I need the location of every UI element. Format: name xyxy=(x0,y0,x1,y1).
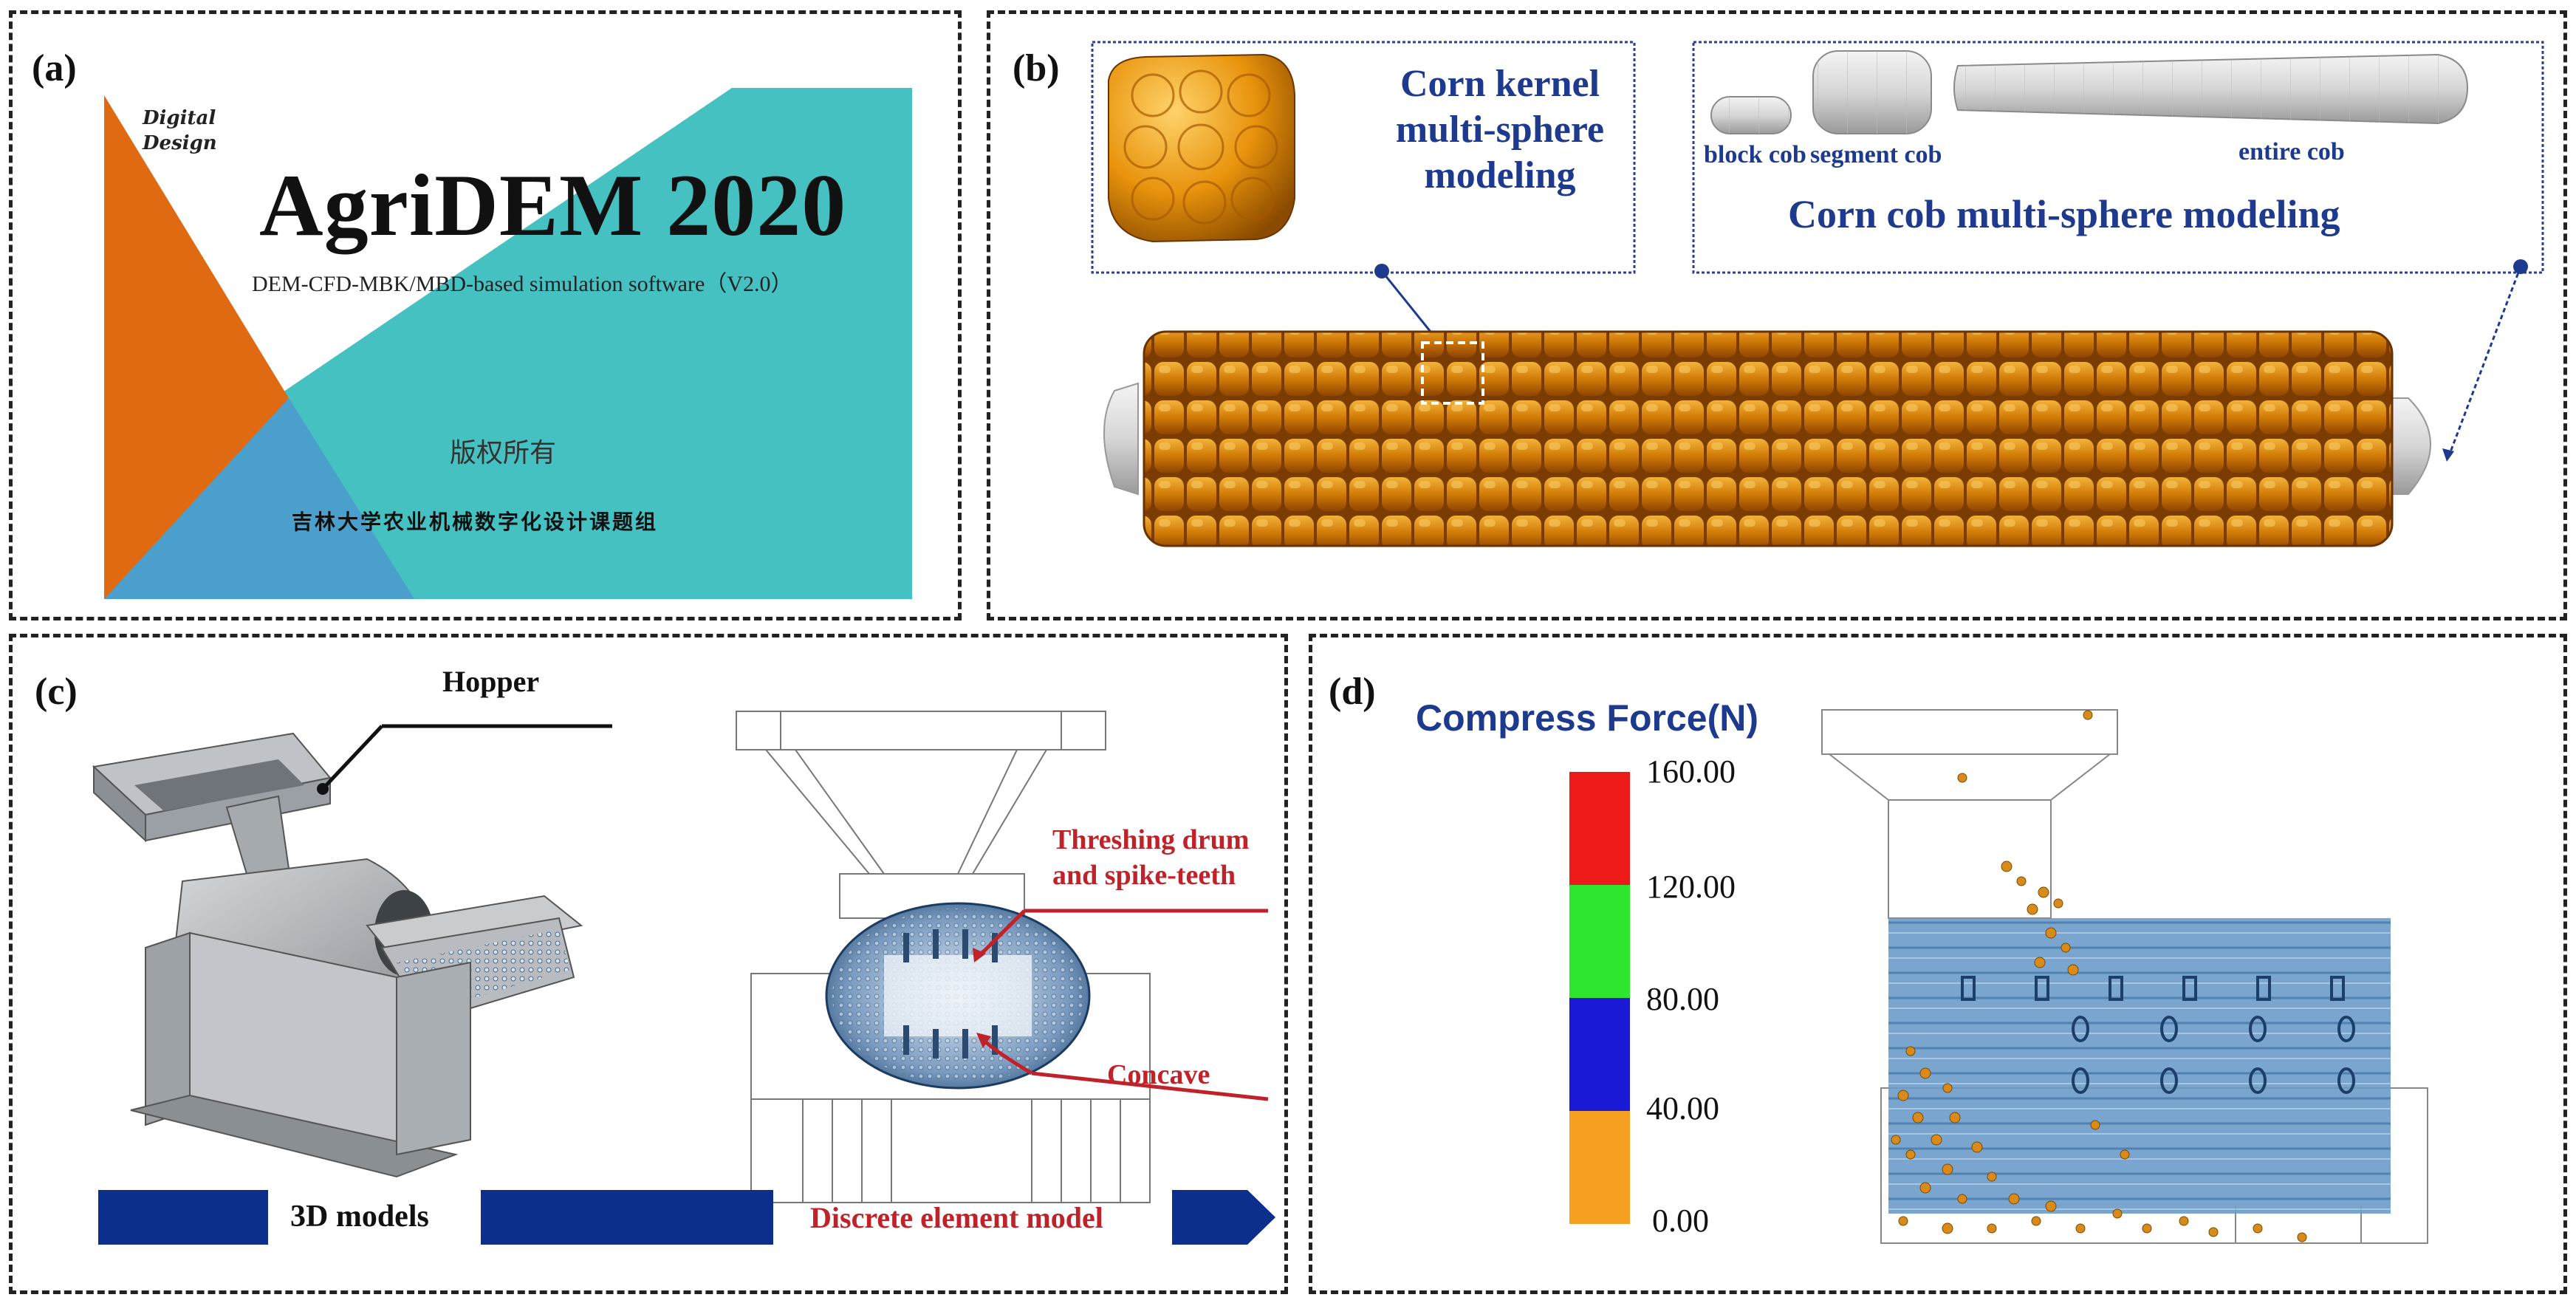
threshing-chamber-sim xyxy=(1888,918,2391,1214)
splash-teal-shape xyxy=(222,88,912,599)
corn-particles xyxy=(1891,710,2307,1242)
segment-cob-label: segment cob xyxy=(1810,141,1942,168)
discrete-element-model-label: Discrete element model xyxy=(810,1201,1103,1234)
threshing-drum-label: Threshing drum and spike-teeth xyxy=(1052,824,1250,891)
arrow-segment-1 xyxy=(98,1190,268,1245)
force-color-legend xyxy=(1569,772,1630,1224)
legend-tick-0: 0.00 xyxy=(1652,1203,1709,1239)
concave-label: Concave xyxy=(1107,1059,1210,1090)
drum-annotation-arrow xyxy=(979,909,1026,957)
software-splash-screen: Digital Design AgriDEM 2020 DEM-CFD-MBK/… xyxy=(104,88,912,599)
cob-modeling-title: Corn cob multi-sphere modeling xyxy=(1788,192,2340,236)
panel-a-label: (a) xyxy=(32,47,77,89)
splash-copyright: 版权所有 xyxy=(450,438,557,468)
kernel-3d-model xyxy=(1108,53,1295,243)
thresher-3d-model xyxy=(92,732,583,1178)
panel-b-graphics xyxy=(1091,41,2544,547)
block-cob-label: block cob xyxy=(1704,141,1806,168)
legend-band-green xyxy=(1569,885,1630,998)
cob-pointer-arrow xyxy=(2447,266,2522,456)
panel-d: (d) Compress Force(N) 160.00 120.00 80.0… xyxy=(1309,634,2567,1294)
splash-corner-text: Digital Design xyxy=(143,107,217,154)
panel-a: (a) Digital Design AgriDEM 2020 DEM-CFD-… xyxy=(9,10,962,620)
kernel-modeling-label: Corn kernel multi-sphere modeling xyxy=(1395,63,1605,196)
panel-b: (b) xyxy=(987,10,2567,620)
arrow-head xyxy=(1172,1190,1275,1245)
kernel-highlight-box xyxy=(1421,341,1484,405)
legend-title: Compress Force(N) xyxy=(1416,697,1758,739)
panel-d-label: (d) xyxy=(1329,671,1376,713)
splash-subtitle: DEM-CFD-MBK/MBD-based simulation softwar… xyxy=(252,272,793,296)
splash-background xyxy=(104,88,912,599)
segment-cob-model xyxy=(1812,50,1932,134)
hopper-label: Hopper xyxy=(442,665,540,698)
legend-tick-80: 80.00 xyxy=(1646,981,1719,1017)
grate-openings xyxy=(1961,976,2355,1094)
entire-cob-model xyxy=(1953,53,2469,125)
panel-c-graphics xyxy=(92,711,1275,1245)
drum-cutaway-view xyxy=(825,902,1091,1090)
splash-title: AgriDEM 2020 xyxy=(259,156,847,254)
legend-band-orange xyxy=(1569,1111,1630,1224)
legend-tick-160: 160.00 xyxy=(1646,753,1736,790)
legend-tick-120: 120.00 xyxy=(1646,869,1736,905)
legend-band-red xyxy=(1569,772,1630,885)
dem-simulation-view xyxy=(1821,709,2428,1244)
3d-models-label: 3D models xyxy=(290,1200,429,1234)
dem-wireframe-model xyxy=(736,711,1151,1203)
legend-tick-40: 40.00 xyxy=(1646,1090,1719,1126)
entire-cob-label: entire cob xyxy=(2238,138,2345,165)
panel-c: (c) xyxy=(9,634,1288,1294)
panel-c-label: (c) xyxy=(35,671,78,713)
hopper-leader-line xyxy=(321,725,383,790)
splash-research-group: 吉林大学农业机械数字化设计课题组 xyxy=(292,510,659,534)
arrow-segment-2 xyxy=(481,1190,773,1245)
panel-b-label: (b) xyxy=(1013,47,1060,89)
corn-ear-model xyxy=(1103,330,2431,547)
legend-band-blue xyxy=(1569,998,1630,1111)
block-cob-model xyxy=(1710,96,1792,134)
